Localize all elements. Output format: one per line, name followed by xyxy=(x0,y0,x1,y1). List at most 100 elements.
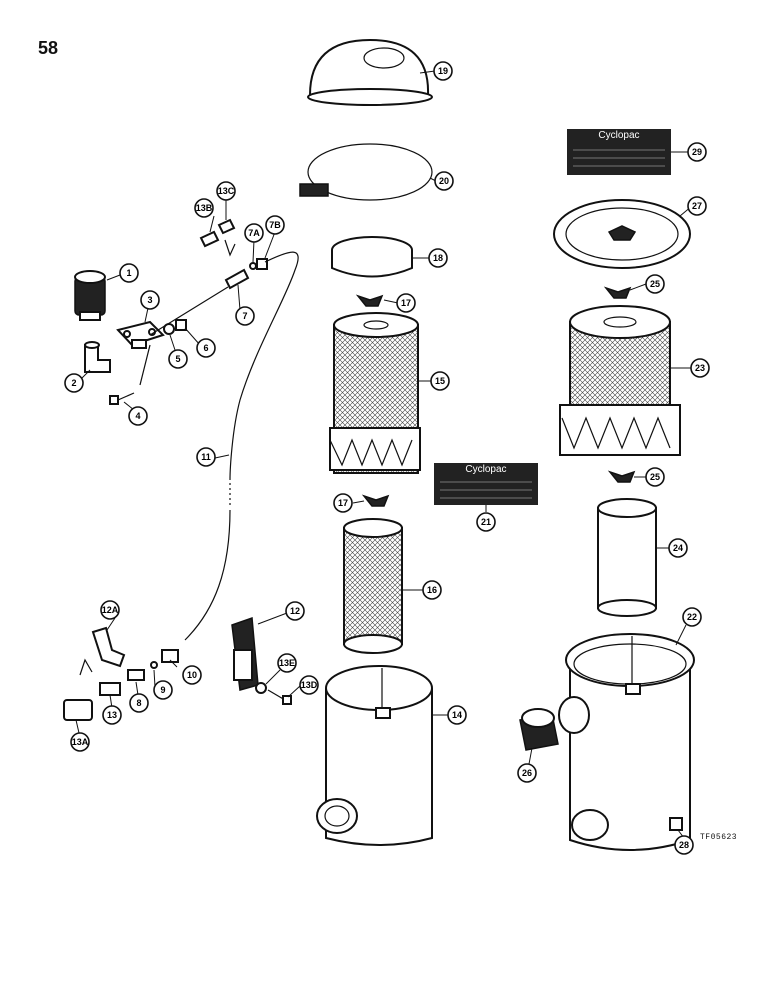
svg-text:18: 18 xyxy=(433,253,443,263)
callout-26: 26 xyxy=(517,763,537,783)
callout-13: 13 xyxy=(102,705,122,725)
svg-text:27: 27 xyxy=(692,201,702,211)
svg-text:26: 26 xyxy=(522,768,532,778)
vacuator-valve-part xyxy=(74,270,106,321)
vacuator-hose-part xyxy=(184,251,299,641)
fitting-part-13c xyxy=(217,218,236,235)
svg-text:14: 14 xyxy=(452,710,462,720)
svg-text:6: 6 xyxy=(203,343,208,353)
svg-text:5: 5 xyxy=(175,354,180,364)
svg-text:13C: 13C xyxy=(218,186,235,196)
callout-17-top: 17 xyxy=(396,293,416,313)
primary-filter-element-part-15 xyxy=(329,312,421,474)
svg-text:19: 19 xyxy=(438,66,448,76)
callout-17-bottom: 17 xyxy=(333,493,353,513)
svg-text:13A: 13A xyxy=(72,737,89,747)
arrow-indicator xyxy=(79,658,93,676)
svg-text:22: 22 xyxy=(687,612,697,622)
callout-10: 10 xyxy=(182,665,202,685)
washer-part-13e xyxy=(255,682,267,694)
svg-text:13B: 13B xyxy=(196,203,213,213)
callout-18: 18 xyxy=(428,248,448,268)
cover-part-27 xyxy=(553,199,691,269)
callout-14: 14 xyxy=(447,705,467,725)
callout-11: 11 xyxy=(196,447,216,467)
svg-text:7B: 7B xyxy=(269,220,281,230)
svg-text:2: 2 xyxy=(71,378,76,388)
elbow-part-12a xyxy=(91,626,126,668)
svg-text:4: 4 xyxy=(135,411,140,421)
callout-2: 2 xyxy=(64,373,84,393)
leader-lines xyxy=(75,70,693,839)
plug-part-28 xyxy=(669,817,683,831)
vacuator-valve-part-26 xyxy=(519,708,559,751)
decal-29-brand: Cyclopac xyxy=(598,130,639,141)
cover-part-18 xyxy=(331,236,413,278)
callout-15: 15 xyxy=(430,371,450,391)
callout-7b: 7B xyxy=(265,215,285,235)
arrow-indicator xyxy=(224,239,236,257)
svg-text:17: 17 xyxy=(401,298,411,308)
callout-8: 8 xyxy=(129,693,149,713)
callout-13d: 13D xyxy=(299,675,319,695)
callout-25-bottom: 25 xyxy=(645,467,665,487)
callout-3: 3 xyxy=(140,290,160,310)
callout-9: 9 xyxy=(153,680,173,700)
callout-27: 27 xyxy=(687,196,707,216)
filter-housing-part-22 xyxy=(558,633,695,851)
svg-text:13: 13 xyxy=(107,710,117,720)
band-clamp-part-20 xyxy=(299,143,433,201)
callout-5: 5 xyxy=(168,349,188,369)
svg-text:16: 16 xyxy=(427,585,437,595)
callout-12a: 12A xyxy=(100,600,120,620)
svg-text:7: 7 xyxy=(242,311,247,321)
nut-part-6 xyxy=(175,319,187,331)
callout-23: 23 xyxy=(690,358,710,378)
callout-19: 19 xyxy=(433,61,453,81)
page-number: 58 xyxy=(38,38,59,58)
decal-part-21: Cyclopac xyxy=(434,463,538,505)
callout-16: 16 xyxy=(422,580,442,600)
svg-text:3: 3 xyxy=(147,295,152,305)
callout-12: 12 xyxy=(285,601,305,621)
svg-text:29: 29 xyxy=(692,147,702,157)
callout-4: 4 xyxy=(128,406,148,426)
svg-text:11: 11 xyxy=(201,452,211,462)
svg-text:17: 17 xyxy=(338,498,348,508)
primary-filter-element-part-23 xyxy=(559,305,681,456)
callout-13a: 13A xyxy=(70,732,90,752)
decal-part-29: Cyclopac xyxy=(567,129,671,175)
callout-13c: 13C xyxy=(216,181,236,201)
callout-6: 6 xyxy=(196,338,216,358)
svg-text:25: 25 xyxy=(650,472,660,482)
elbow-fitting-part xyxy=(84,341,111,373)
svg-text:12: 12 xyxy=(290,606,300,616)
callout-25-top: 25 xyxy=(645,274,665,294)
svg-text:13D: 13D xyxy=(301,680,318,690)
callout-29: 29 xyxy=(687,142,707,162)
callout-1: 1 xyxy=(119,263,139,283)
svg-text:12A: 12A xyxy=(102,605,119,615)
callout-28: 28 xyxy=(674,835,694,855)
wing-nut-part-17-top xyxy=(355,294,384,307)
svg-text:1: 1 xyxy=(126,268,131,278)
callout-22: 22 xyxy=(682,607,702,627)
precleaner-cap-part-19 xyxy=(307,38,433,106)
callout-7a: 7A xyxy=(244,223,264,243)
clamp-bracket-part-12 xyxy=(231,616,259,691)
hose-connector-part-7 xyxy=(224,258,268,290)
decal-21-brand: Cyclopac xyxy=(465,464,506,475)
leader-line xyxy=(149,286,229,336)
filter-housing-part-14 xyxy=(316,665,433,846)
fitting-part-13b xyxy=(199,230,220,248)
safety-element-part-24 xyxy=(597,498,657,617)
mounting-flange-part xyxy=(116,320,165,349)
svg-text:24: 24 xyxy=(673,543,683,553)
svg-text:20: 20 xyxy=(439,176,449,186)
svg-text:9: 9 xyxy=(160,685,165,695)
drawing-code: TF05623 xyxy=(700,833,738,842)
callout-13b: 13B xyxy=(194,198,214,218)
svg-text:8: 8 xyxy=(136,698,141,708)
safety-filter-element-part-16 xyxy=(343,518,403,654)
